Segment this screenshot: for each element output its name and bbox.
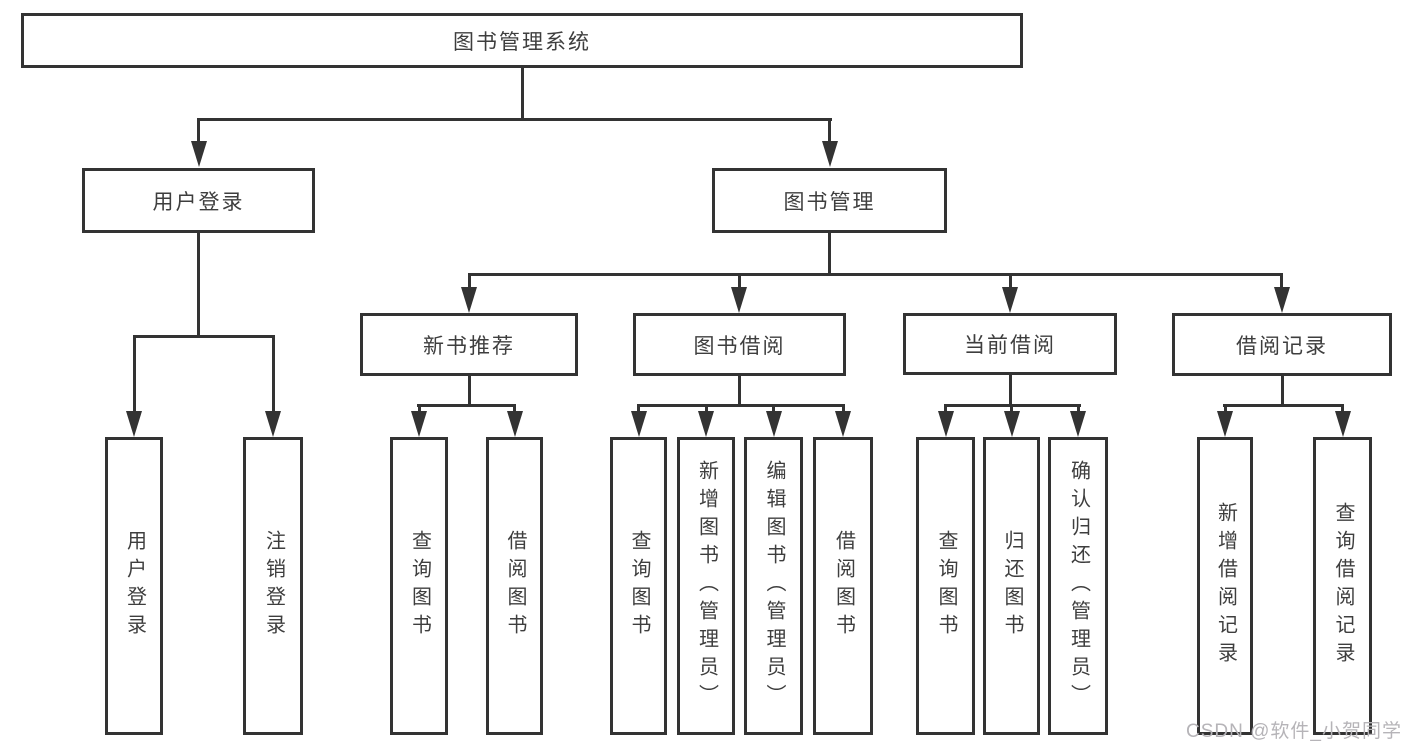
arrow-down-icon — [835, 411, 851, 437]
leaf-query-books-borrow: 查询图书 — [610, 437, 667, 735]
connector-line — [705, 406, 708, 414]
arrow-down-icon — [1274, 287, 1290, 313]
connector-line — [1341, 406, 1344, 414]
connector-line — [944, 404, 1081, 407]
connector-line — [1223, 404, 1344, 407]
node-user-login-label: 用户登录 — [152, 190, 245, 214]
leaf-edit-book-admin-label: 编辑图书（管理员） — [763, 460, 785, 712]
leaf-return-book-label: 归还图书 — [1001, 530, 1023, 642]
connector-line — [133, 337, 136, 413]
connector-line — [133, 335, 275, 338]
connector-line — [1281, 376, 1284, 406]
leaf-logout-label: 注销登录 — [262, 530, 285, 642]
arrow-down-icon — [1070, 411, 1086, 437]
node-user-login: 用户登录 — [82, 168, 315, 233]
connector-line — [513, 406, 516, 414]
connector-line — [1009, 275, 1012, 289]
connector-line — [1280, 275, 1283, 289]
connector-line — [637, 404, 845, 407]
leaf-add-borrow-record: 新增借阅记录 — [1197, 437, 1253, 735]
arrow-down-icon — [766, 411, 782, 437]
arrow-down-icon — [265, 411, 281, 437]
leaf-borrow-books: 借阅图书 — [813, 437, 873, 735]
node-current-borrow-label: 当前借阅 — [964, 334, 1056, 357]
leaf-logout: 注销登录 — [243, 437, 303, 735]
arrow-down-icon — [126, 411, 142, 437]
node-root: 图书管理系统 — [21, 13, 1023, 68]
node-new-book-recommend-label: 新书推荐 — [423, 334, 515, 358]
leaf-borrow-books-recommend-label: 借阅图书 — [504, 530, 526, 642]
leaf-add-borrow-record-label: 新增借阅记录 — [1214, 502, 1237, 670]
node-borrow-records-label: 借阅记录 — [1236, 334, 1328, 358]
connector-line — [738, 275, 741, 289]
leaf-confirm-return-admin-label: 确认归还（管理员） — [1067, 460, 1090, 712]
connector-line — [197, 118, 832, 121]
node-new-book-recommend: 新书推荐 — [360, 313, 578, 376]
connector-line — [842, 406, 845, 414]
connector-line — [468, 376, 471, 406]
leaf-borrow-books-recommend: 借阅图书 — [486, 437, 543, 735]
connector-line — [1010, 406, 1013, 414]
connector-line — [468, 273, 1283, 276]
leaf-return-book: 归还图书 — [983, 437, 1040, 735]
leaf-query-books-recommend-label: 查询图书 — [408, 530, 431, 642]
arrow-down-icon — [631, 411, 647, 437]
arrow-down-icon — [1004, 411, 1020, 437]
leaf-query-books-borrow-label: 查询图书 — [628, 530, 650, 642]
connector-line — [197, 120, 200, 144]
arrow-down-icon — [731, 287, 747, 313]
connector-line — [197, 233, 200, 337]
node-book-management-label: 图书管理 — [783, 190, 876, 214]
leaf-add-book-admin: 新增图书（管理员） — [677, 437, 735, 735]
connector-line — [944, 406, 947, 414]
connector-line — [1224, 406, 1227, 414]
connector-line — [828, 232, 831, 275]
arrow-down-icon — [461, 287, 477, 313]
leaf-borrow-books-label: 借阅图书 — [832, 530, 855, 642]
node-book-borrow: 图书借阅 — [633, 313, 846, 376]
arrow-down-icon — [938, 411, 954, 437]
arrow-down-icon — [822, 141, 838, 167]
arrow-down-icon — [1335, 411, 1351, 437]
leaf-query-books-current: 查询图书 — [916, 437, 975, 735]
connector-line — [521, 68, 524, 120]
node-book-management: 图书管理 — [712, 168, 947, 233]
connector-line — [272, 337, 275, 413]
connector-line — [1077, 406, 1080, 414]
leaf-edit-book-admin: 编辑图书（管理员） — [744, 437, 803, 735]
node-current-borrow: 当前借阅 — [903, 313, 1117, 375]
arrow-down-icon — [411, 411, 427, 437]
node-book-borrow-label: 图书借阅 — [693, 334, 786, 358]
arrow-down-icon — [1217, 411, 1233, 437]
arrow-down-icon — [698, 411, 714, 437]
connector-line — [738, 376, 741, 406]
connector-line — [417, 404, 516, 407]
leaf-query-books-current-label: 查询图书 — [935, 530, 957, 642]
connector-line — [1009, 375, 1012, 406]
connector-line — [772, 406, 775, 414]
connector-line — [637, 406, 640, 414]
leaf-add-book-admin-label: 新增图书（管理员） — [695, 460, 718, 712]
arrow-down-icon — [507, 411, 523, 437]
arrow-down-icon — [191, 141, 207, 167]
leaf-query-books-recommend: 查询图书 — [390, 437, 448, 735]
leaf-user-login-label: 用户登录 — [123, 530, 146, 642]
leaf-query-borrow-record: 查询借阅记录 — [1313, 437, 1372, 735]
node-root-label: 图书管理系统 — [453, 30, 591, 54]
connector-line — [828, 120, 831, 144]
connector-line — [468, 275, 471, 289]
csdn-watermark: CSDN @软件_小贺同学 — [1186, 721, 1402, 742]
leaf-confirm-return-admin: 确认归还（管理员） — [1048, 437, 1108, 735]
arrow-down-icon — [1002, 287, 1018, 313]
leaf-query-borrow-record-label: 查询借阅记录 — [1332, 502, 1354, 670]
node-borrow-records: 借阅记录 — [1172, 313, 1392, 376]
connector-line — [418, 406, 421, 414]
leaf-user-login: 用户登录 — [105, 437, 163, 735]
